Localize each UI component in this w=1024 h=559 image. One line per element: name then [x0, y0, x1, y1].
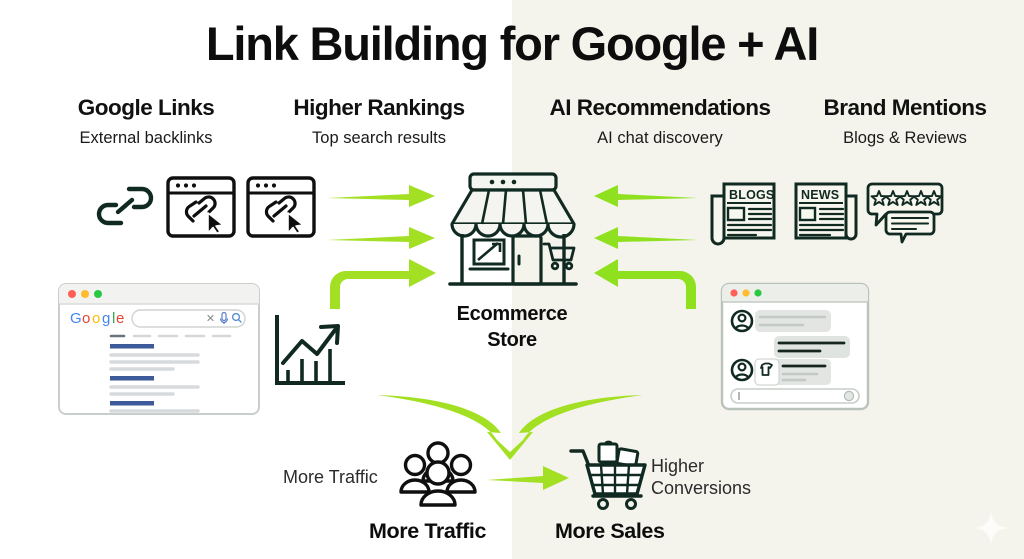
ecommerce-store-icon: [440, 172, 586, 294]
svg-text:e: e: [116, 310, 124, 327]
higher-conversions-caption: Higher Conversions: [651, 456, 781, 500]
svg-text:l: l: [112, 310, 115, 327]
chain-link-icon: [96, 180, 154, 232]
more-traffic-label: More Traffic: [369, 519, 487, 543]
arrow-right-curved-to-store-3: [324, 249, 439, 311]
column-subtitle-higher-rankings: Top search results: [312, 129, 446, 147]
people-group-icon: [398, 441, 478, 507]
svg-text:o: o: [82, 310, 90, 327]
column-heading-brand-mentions: Brand Mentions: [823, 95, 987, 120]
more-sales-label: More Sales: [555, 519, 665, 543]
google-search-browser-mockup: G o o g l e: [58, 283, 260, 415]
browser-link-window-1: [166, 176, 236, 238]
store-label-line2: Store: [487, 328, 537, 351]
arrow-right-to-store-2: [327, 225, 437, 251]
store-label-line1: Ecommerce: [456, 303, 568, 325]
ai-chat-window-mockup: [720, 282, 870, 411]
newspaper-news-masthead: NEWS: [801, 188, 839, 202]
column-subtitle-google-links: External backlinks: [79, 129, 213, 147]
page-title: Link Building for Google + AI: [205, 17, 820, 70]
newspaper-blogs-icon: BLOGS: [708, 180, 778, 246]
column-subtitle-ai-recommendations: AI chat discovery: [597, 129, 723, 147]
svg-text:G: G: [70, 310, 82, 327]
review-stars-bubble-icon: [864, 180, 944, 244]
growth-chart-icon: [273, 315, 345, 387]
column-heading-ai-recommendations: AI Recommendations: [549, 95, 771, 120]
arrow-left-to-store-1: [594, 183, 698, 209]
background-left-panel: [0, 0, 512, 559]
svg-text:o: o: [92, 310, 100, 327]
column-heading-higher-rankings: Higher Rankings: [293, 95, 465, 120]
newspaper-blogs-masthead: BLOGS: [729, 188, 774, 202]
more-traffic-caption: More Traffic: [283, 467, 378, 487]
svg-text:g: g: [102, 310, 110, 327]
arrow-right-to-store-1: [327, 183, 437, 209]
arrow-right-to-sales: [487, 464, 571, 492]
browser-link-window-2: [246, 176, 316, 238]
column-subtitle-brand-mentions: Blogs & Reviews: [843, 129, 967, 147]
store-label: Ecommerce Store: [412, 302, 612, 353]
column-heading-google-links: Google Links: [77, 95, 215, 120]
higher-conversions-line1: Higher: [651, 456, 705, 476]
arrow-left-curved-to-store-3: [594, 249, 702, 311]
shopping-cart-icon: [569, 438, 651, 510]
newspaper-news-icon: NEWS: [790, 180, 860, 242]
arrow-left-to-store-2: [594, 225, 698, 251]
sparkle-icon: [974, 511, 1008, 545]
higher-conversions-line2: Conversions: [651, 477, 752, 498]
